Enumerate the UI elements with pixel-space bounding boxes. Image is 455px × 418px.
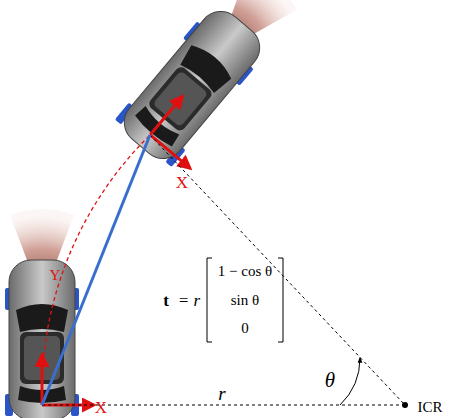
matrix-entry: 1 − cos θ bbox=[218, 264, 272, 279]
formula-text: = r bbox=[178, 292, 200, 309]
radius-label: r bbox=[218, 384, 225, 403]
icr-label: ICR bbox=[417, 400, 442, 415]
matrix-bracket bbox=[207, 258, 212, 342]
radius-line bbox=[150, 135, 405, 405]
axis-label: X bbox=[176, 174, 188, 191]
trajectory-arc bbox=[42, 135, 150, 405]
axis-label: Y bbox=[50, 268, 61, 283]
matrix-bracket bbox=[278, 258, 283, 342]
angle-label: θ bbox=[325, 370, 335, 391]
translation-vector bbox=[42, 135, 150, 405]
axis-label: X bbox=[95, 399, 107, 416]
vector-symbol: t bbox=[163, 292, 169, 309]
matrix-entry: sin θ bbox=[231, 293, 259, 308]
angle-arc bbox=[340, 358, 360, 405]
icr-point bbox=[402, 402, 408, 408]
matrix-entry: 0 bbox=[241, 321, 249, 336]
